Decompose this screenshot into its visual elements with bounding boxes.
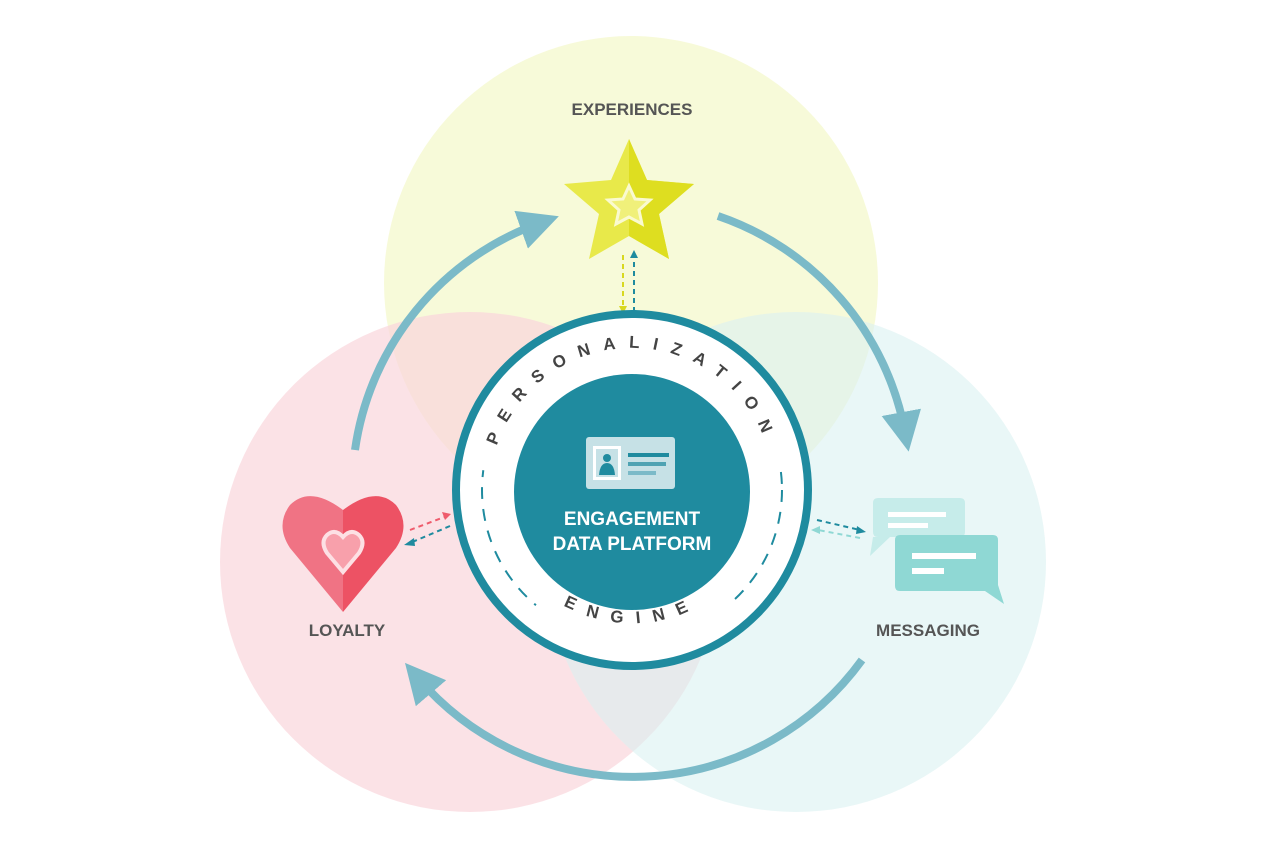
center-title-line1: ENGAGEMENT (564, 509, 701, 530)
loyalty-label: LOYALTY (309, 621, 386, 640)
star-icon (564, 139, 694, 259)
messaging-connector (811, 519, 866, 539)
arrow-experiences-to-messaging (716, 212, 921, 452)
loyalty-connector (404, 512, 451, 546)
heart-icon (282, 496, 404, 612)
chat-bubbles-icon (870, 498, 1004, 604)
experiences-connector (619, 250, 638, 314)
engagement-data-platform-core (514, 374, 750, 610)
center-title-line2: DATA PLATFORM (553, 534, 712, 555)
experiences-label: EXPERIENCES (572, 100, 693, 119)
arrow-messaging-to-loyalty (404, 657, 866, 781)
arrow-loyalty-to-experiences (351, 210, 559, 451)
messaging-label: MESSAGING (876, 621, 980, 640)
id-card-icon (586, 437, 675, 489)
